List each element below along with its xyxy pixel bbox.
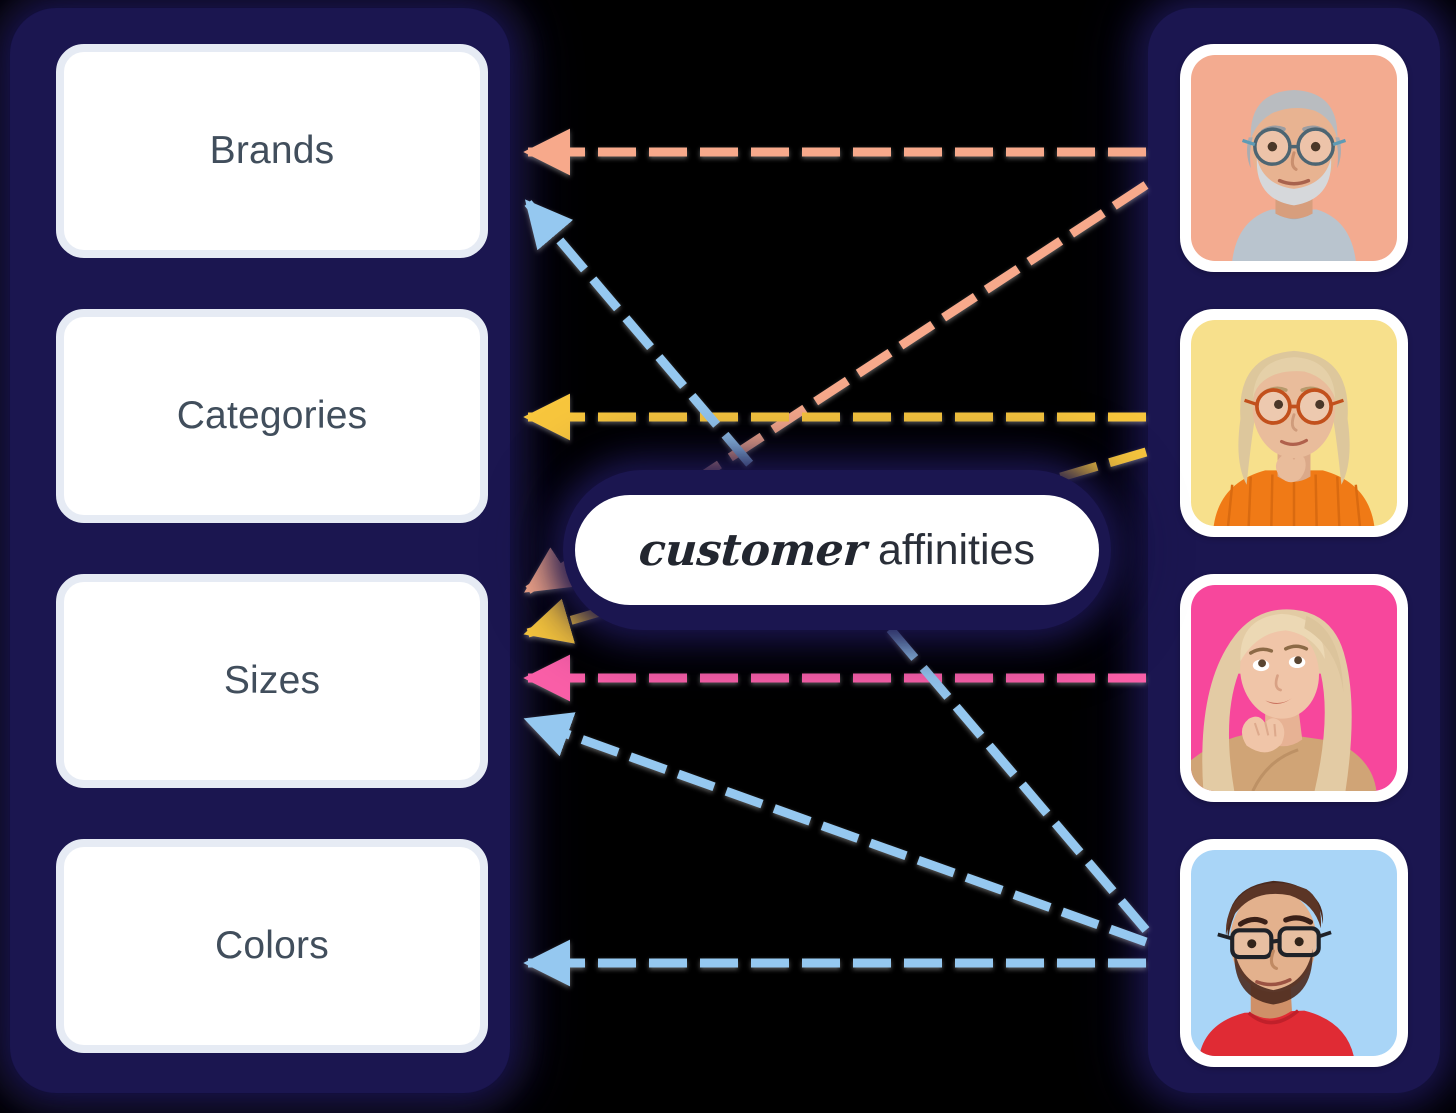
avatar-card-1[interactable]	[1180, 44, 1408, 272]
attribute-card-label: Categories	[176, 394, 368, 437]
link-sizes-avatar4	[523, 712, 1148, 947]
attribute-card-sizes[interactable]: Sizes	[56, 574, 488, 788]
attribute-card-label: Colors	[215, 924, 329, 967]
avatar-2	[1191, 320, 1397, 526]
center-label-plain: affinities	[878, 525, 1035, 574]
avatar-4-illustration	[1191, 850, 1397, 1056]
customer-avatar-panel	[1148, 8, 1440, 1093]
attribute-card-label: Sizes	[223, 659, 321, 702]
center-label-script: customer	[637, 524, 868, 576]
avatar-4	[1191, 850, 1397, 1056]
avatar-3	[1191, 585, 1397, 791]
avatar-card-2[interactable]	[1180, 309, 1408, 537]
attribute-card-categories[interactable]: Categories	[56, 309, 488, 523]
avatar-card-4[interactable]	[1180, 839, 1408, 1067]
attribute-panel: Brands Categories Sizes Colors	[10, 8, 510, 1093]
avatar-3-illustration	[1191, 585, 1397, 791]
avatar-2-illustration	[1191, 320, 1397, 526]
attribute-card-label: Brands	[209, 129, 335, 172]
attribute-card-brands[interactable]: Brands	[56, 44, 488, 258]
avatar-1-illustration	[1191, 55, 1397, 261]
avatar-1	[1191, 55, 1397, 261]
avatar-card-3[interactable]	[1180, 574, 1408, 802]
attribute-card-colors[interactable]: Colors	[56, 839, 488, 1053]
